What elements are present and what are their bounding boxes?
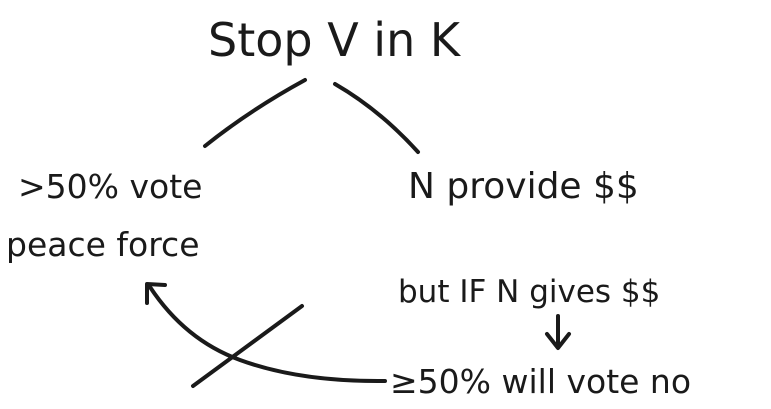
left-branch-line1: >50% vote — [18, 167, 202, 206]
cross-out-line — [191, 304, 304, 388]
condition-text: but IF N gives $$ — [398, 274, 660, 310]
branch-line-right — [333, 82, 420, 154]
left-branch-line2: peace force — [6, 225, 200, 264]
root-node: Stop V in K — [208, 13, 462, 67]
consequence-text: ≥50% will vote no — [390, 362, 691, 401]
down-arrow-icon — [545, 314, 571, 350]
curved-arrow-icon — [145, 282, 387, 384]
branch-line-left — [203, 78, 307, 148]
right-branch-node: N provide $$ — [408, 166, 639, 207]
